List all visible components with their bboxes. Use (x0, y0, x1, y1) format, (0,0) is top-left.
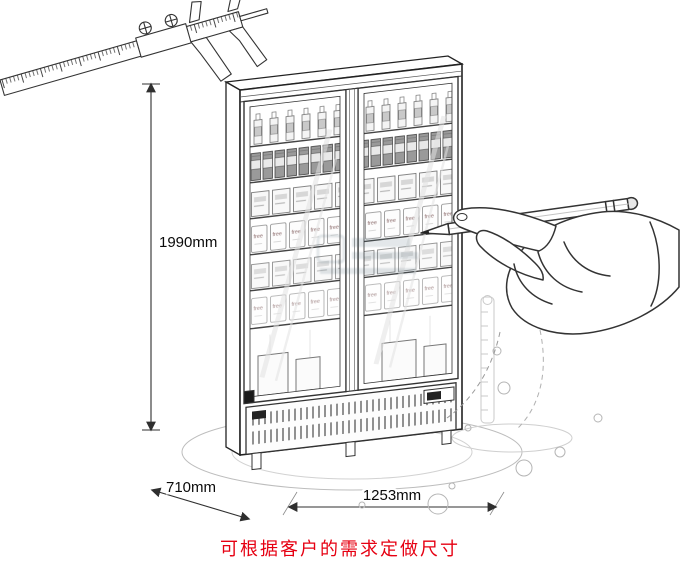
height-dimension-label: 1990mm (159, 234, 217, 251)
width-dimension: 1253mm (282, 485, 505, 516)
decorative-bubbles (358, 329, 603, 515)
width-dimension-label: 1253mm (363, 487, 421, 504)
ventilation-grille (245, 382, 457, 456)
double-door-display-fridge (239, 63, 463, 471)
fingernail (456, 213, 468, 221)
depth-dimension-label: 710mm (166, 479, 216, 496)
caption: 可根据客户的需求定做尺寸 (220, 539, 460, 559)
ghost-ruler-icon (480, 295, 495, 424)
hand-holding-pencil-icon (420, 196, 680, 335)
depth-dimension: 710mm (150, 477, 251, 522)
control-panel (423, 386, 455, 405)
index-finger (452, 207, 557, 252)
knuckle-lines (513, 221, 660, 307)
height-dimension: 1990mm (142, 82, 220, 432)
thumb (475, 229, 544, 281)
fridge-legs (251, 429, 452, 471)
vernier-caliper-icon (0, 0, 269, 96)
glass-reflections (259, 115, 450, 382)
watermark (316, 234, 418, 274)
